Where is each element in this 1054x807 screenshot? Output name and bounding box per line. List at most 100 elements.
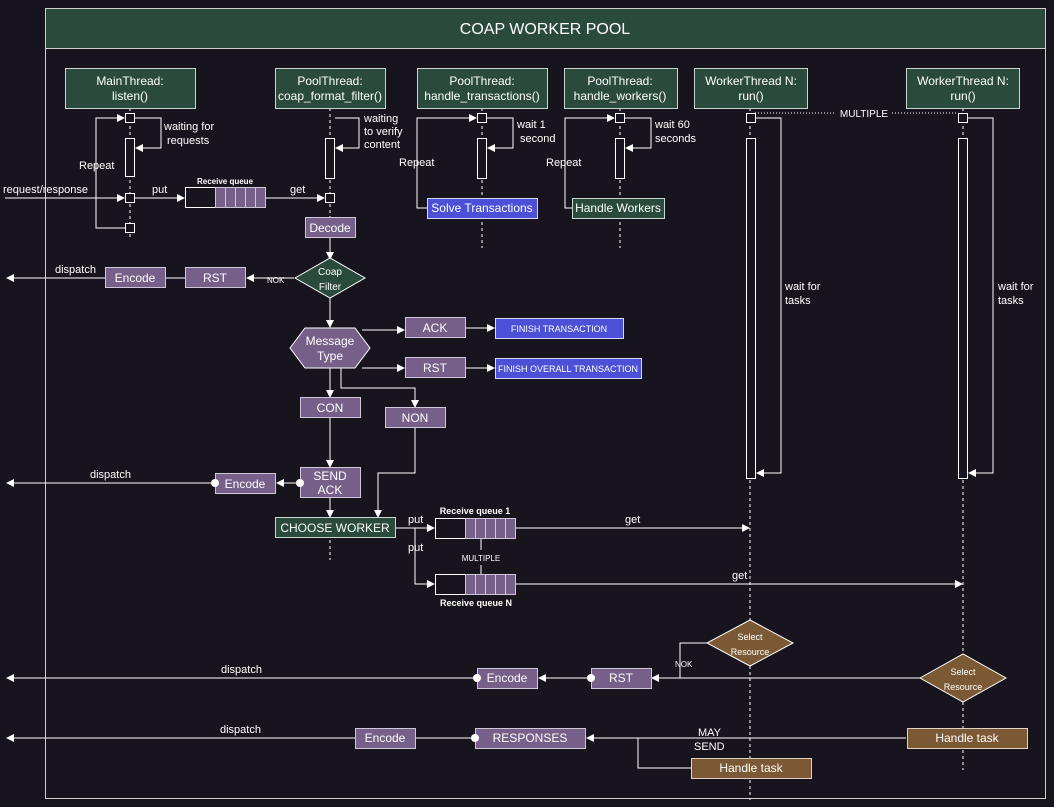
diagram-label: put [408,542,423,554]
non-box: NON [385,407,446,428]
responses-box: RESPONSES [475,728,586,749]
receive-queue: Receive queue get [185,177,325,208]
diagram-label: FINISH TRANSACTION [511,324,607,334]
thread-worker-n-2: WorkerThread N: run() [906,68,1020,109]
diagram-label: second [520,133,555,145]
finish-transaction-box: FINISH TRANSACTION [495,318,624,339]
diagram-label: MULTIPLE [462,554,501,563]
request-response-label: request/response [3,184,88,196]
diagram-label: waiting for [163,121,214,133]
choose-worker-box: CHOOSE WORKER [275,517,396,538]
handle-workers-box: Handle Workers [572,198,665,219]
diagram-label: get [732,570,747,582]
diagram-label: Select [950,667,976,677]
thread-workers: PoolThread: handle_workers() [564,68,678,109]
diagram-label: Decode [309,221,351,235]
diagram-label: Type [317,349,343,363]
receive-queue-1: Receive queue 1 [435,506,516,539]
diagram-label: PoolThread: [587,74,652,88]
diagram-label: requests [167,135,210,147]
diagram-label: run() [738,89,763,103]
encode-ack-box: Encode [215,473,276,494]
decode-box: Decode [305,217,356,238]
diagram-label: dispatch [220,724,261,736]
diagram-label: Message [306,334,355,348]
diagram-label: WorkerThread N: [705,74,797,88]
diagram-label: wait 1 [516,119,546,131]
diagram-label: handle_workers() [574,89,667,103]
diagram-label: PoolThread: [297,74,362,88]
encode-responses-box: Encode [355,728,416,749]
diagram-label: Handle task [719,761,783,775]
finish-overall-box: FINISH OVERALL TRANSACTION [495,358,642,379]
encode-filter-box: Encode [105,267,166,288]
select-resource-decision-1: Select Resource [705,619,795,667]
diagram-label: Handle task [935,731,999,745]
lifelines [129,108,964,800]
diagram-label: NOK [675,660,693,669]
diagram-label: Select [737,632,763,642]
diagram-label: MainThread: [96,74,163,88]
receive-queue-n: Receive queue N [435,574,516,608]
diagram-label: SEND [694,741,725,753]
handle-task-box-1: Handle task [691,758,812,779]
diagram-label: tasks [998,295,1024,307]
diagram-label: ACK [423,321,448,335]
worker-1-flow: wait for tasks [746,113,821,479]
diagram-label: Encode [487,671,528,685]
diagram-label: Filter [319,282,342,293]
diagram-label: get [290,184,305,196]
handle-task-box-2: Handle task [907,728,1028,749]
encode-resource-box: Encode [477,668,538,689]
main-thread-flow: Repeat waiting for requests request/resp… [3,113,214,233]
filter-thread-flow: waiting to verify content [325,113,403,203]
diagram-label: Encode [365,731,406,745]
diagram-label: RST [423,361,448,375]
diagram-label: wait 60 [654,119,690,131]
diagram-label: run() [950,89,975,103]
diagram-label: RST [609,671,634,685]
diagram-label: dispatch [90,469,131,481]
diagram-label: FINISH OVERALL TRANSACTION [498,364,638,374]
diagram-label: Solve Transactions [431,201,532,215]
diagram-label: Receive queue [197,177,254,186]
diagram-label: content [364,139,400,151]
diagram-label: tasks [785,295,811,307]
thread-transactions: PoolThread: handle_transactions() [417,68,548,109]
diagram-label: get [625,514,640,526]
diagram-label: wait for [997,281,1034,293]
solve-transactions-box: Solve Transactions [427,198,538,219]
diagram-label: handle_transactions() [424,89,539,103]
diagram-label: Resource [731,647,770,657]
diagram-label: Encode [115,271,156,285]
diagram-label: CON [317,401,344,415]
ack-box: ACK [405,317,466,338]
rst-type-box: RST [405,357,466,378]
diagram-label: put [408,514,423,526]
diagram-label: put [152,184,167,196]
diagram-label: waiting [363,113,398,125]
diagram-label: MAY [698,727,722,739]
worker-2-flow: wait for tasks [958,113,1034,479]
diagram-label: RESPONSES [493,731,568,745]
diagram-label: Handle Workers [575,201,661,215]
rst-filter-box: RST [185,267,246,288]
diagram-label: dispatch [221,664,262,676]
diagram-label: seconds [655,133,696,145]
rst-resource-box: RST [591,668,652,689]
diagram-label: dispatch [55,264,96,276]
diagram-label: WorkerThread N: [917,74,1009,88]
diagram-label: to verify [364,126,403,138]
repeat-main-label: Repeat [79,160,114,172]
diagram-label: Encode [225,477,266,491]
diagram-label: ACK [318,483,343,497]
diagram-label: RST [203,271,228,285]
diagram-label: SEND [313,469,347,483]
diagram-label: listen() [112,89,148,103]
thread-worker-n-1: WorkerThread N: run() [694,68,808,109]
diagram-label: Repeat [546,157,581,169]
con-box: CON [300,397,361,418]
diagram-label: Resource [944,682,983,692]
title-bar [45,8,1046,49]
